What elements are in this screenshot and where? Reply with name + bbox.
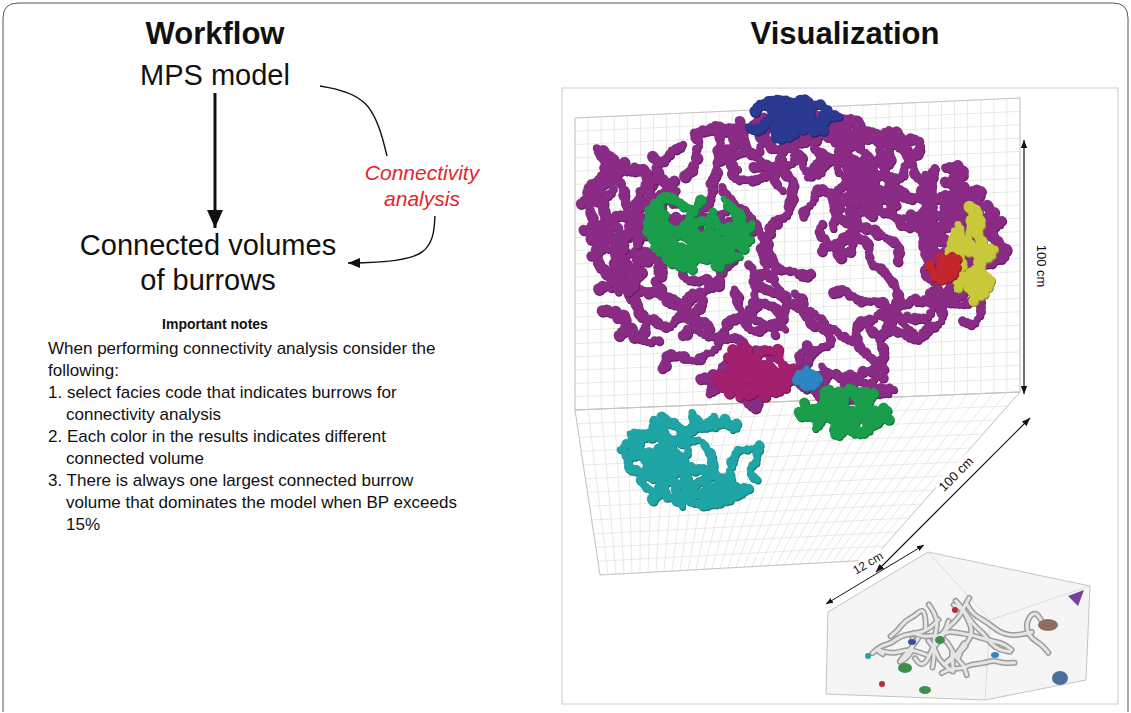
- figure-panel: Important notesWhen performing connectiv…: [0, 0, 1131, 713]
